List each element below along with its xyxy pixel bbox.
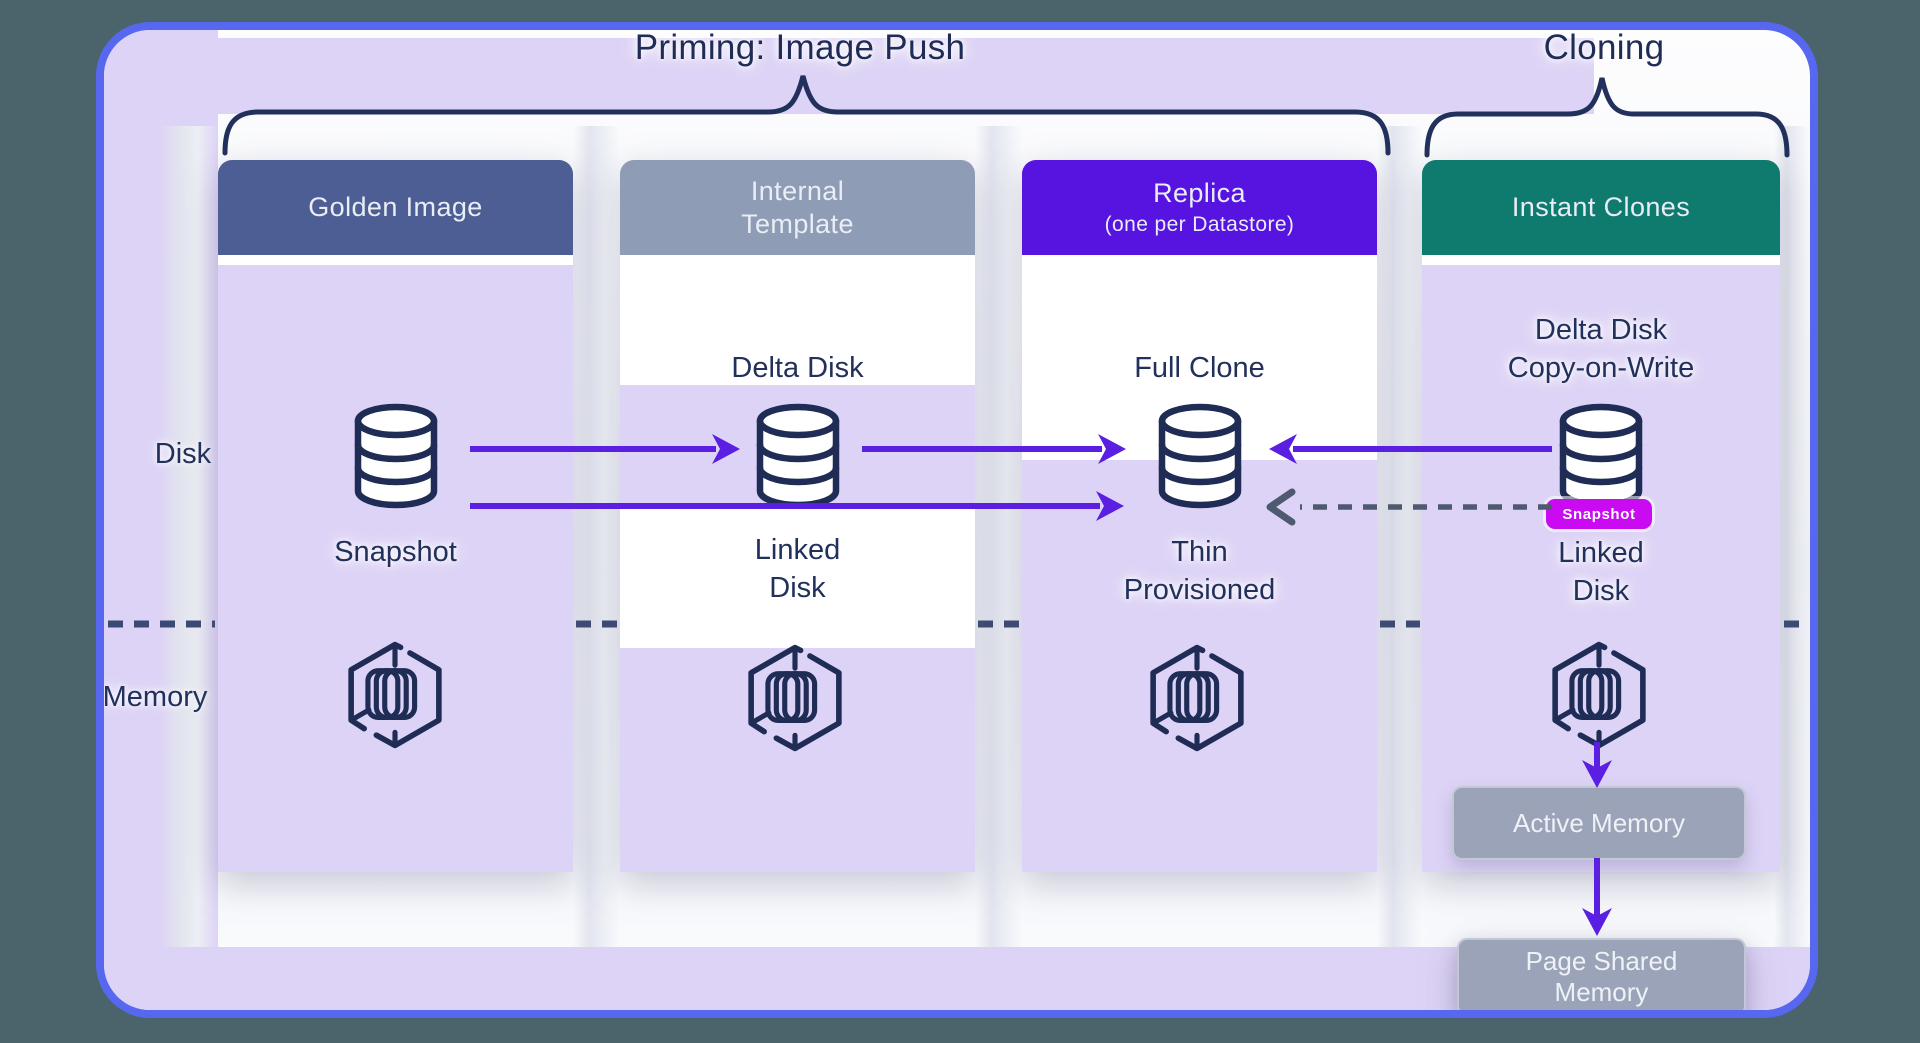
memory-module-icon: [348, 641, 442, 749]
row-label-memory: Memory: [102, 681, 208, 713]
gap-strip: [160, 126, 218, 952]
replica-header: Replica (one per Datastore): [1022, 160, 1377, 255]
memory-module-icon: [1150, 644, 1244, 752]
gap-strip: [975, 126, 1022, 952]
row-label-disk: Disk: [154, 438, 212, 470]
cloning-title: Cloning: [1543, 28, 1665, 67]
golden-image-body: [218, 255, 573, 872]
column-instant-clones: Instant Clones Delta Disk Copy-on-Write …: [1422, 160, 1780, 1010]
arrowhead: [1582, 908, 1612, 936]
memory-module-icon: [1552, 641, 1646, 749]
internal-linked-disk-label: Linked Disk: [754, 534, 841, 604]
internal-template-body: [620, 255, 975, 872]
instant-delta-disk-cow-label: Delta Disk Copy-on-Write: [1507, 314, 1695, 384]
replica-body: [1022, 255, 1377, 872]
memory-module-icon: [748, 644, 842, 752]
instant-clones-header: Instant Clones: [1422, 160, 1780, 255]
gap-strip: [1377, 126, 1422, 952]
internal-delta-disk-label: Delta Disk: [731, 352, 864, 384]
page-shared-memory-box: Page Shared Memory: [1457, 938, 1746, 1010]
instant-linked-disk-label: Linked Disk: [1558, 537, 1644, 607]
gap-strip: [1774, 126, 1810, 952]
replica-full-clone-label: Full Clone: [1134, 352, 1265, 384]
disk-icon: [1158, 403, 1242, 509]
priming-title: Priming: Image Push: [634, 28, 966, 67]
internal-template-header: Internal Template: [620, 160, 975, 255]
disk-icon: [1559, 403, 1643, 509]
disk-icon: [354, 403, 438, 509]
diagram-frame: Priming: Image Push Cloning Disk Memory …: [96, 22, 1818, 1018]
replica-header-main: Replica: [1153, 178, 1246, 208]
column-replica: Replica (one per Datastore) Full Clone T…: [1022, 160, 1377, 872]
golden-image-fill: [218, 265, 573, 872]
replica-thin-provisioned-label: Thin Provisioned: [1123, 536, 1276, 606]
replica-header-sub: (one per Datastore): [1104, 213, 1295, 236]
column-golden-image: Golden Image Snapshot: [218, 160, 573, 872]
active-memory-box: Active Memory: [1452, 786, 1746, 860]
gap-strip: [573, 126, 620, 952]
snapshot-badge: Snapshot: [1546, 499, 1652, 529]
column-internal-template: Internal Template Delta Disk Linked Disk: [620, 160, 975, 872]
disk-icon: [756, 403, 840, 509]
golden-image-header: Golden Image: [218, 160, 573, 255]
golden-image-snapshot-label: Snapshot: [334, 536, 457, 568]
